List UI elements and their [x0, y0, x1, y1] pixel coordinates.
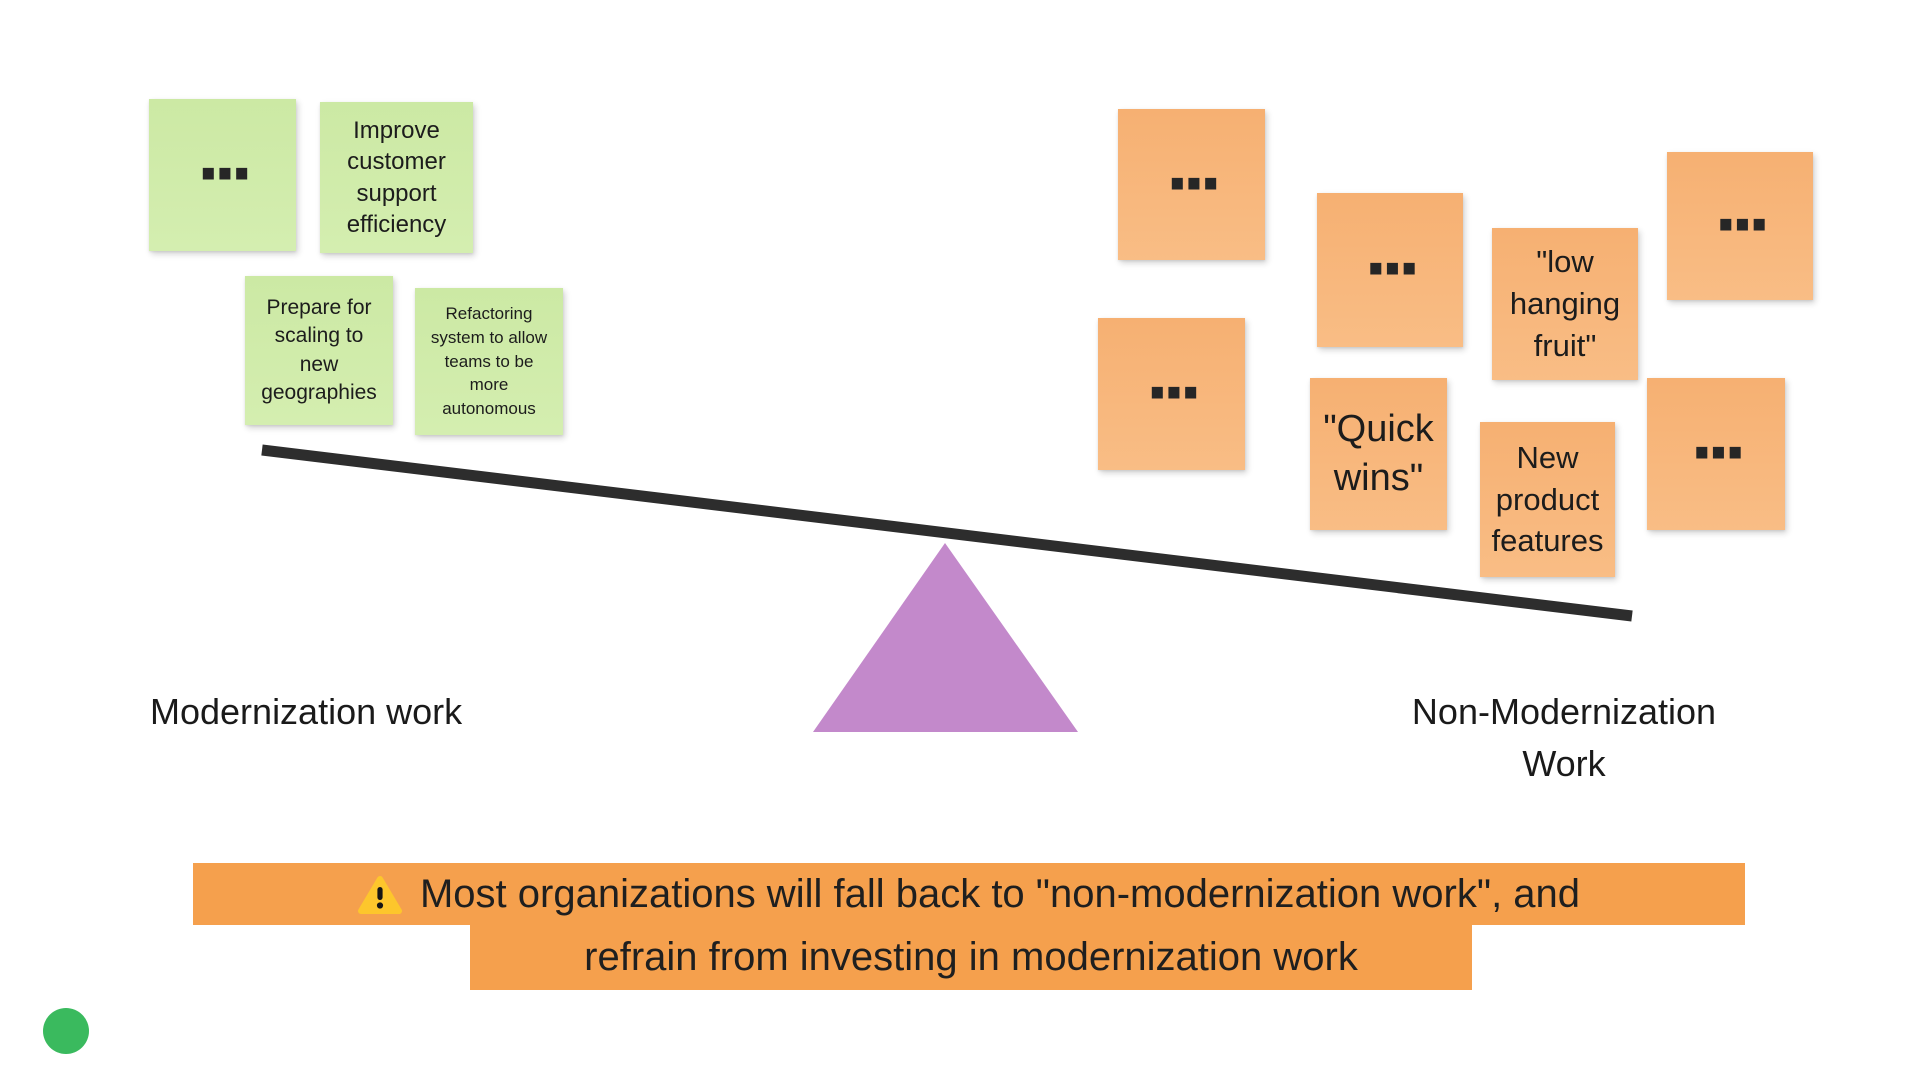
sticky-note-quick-wins[interactable]: "Quick wins": [1310, 378, 1447, 530]
sticky-note-prepare-scaling[interactable]: Prepare for scaling to new geographies: [245, 276, 393, 425]
note-text: "Quick wins": [1323, 407, 1434, 499]
callout-line-1[interactable]: Most organizations will fall back to "no…: [193, 863, 1745, 925]
presence-indicator: [43, 1008, 89, 1054]
sticky-note-nonmod-placeholder-3[interactable]: ...: [1667, 152, 1813, 300]
sticky-note-low-hanging-fruit[interactable]: "low hanging fruit": [1492, 228, 1638, 380]
sticky-note-modernization-placeholder[interactable]: ...: [149, 99, 296, 251]
note-text: New product features: [1491, 439, 1604, 559]
sticky-note-nonmod-placeholder-1[interactable]: ...: [1118, 109, 1265, 260]
callout-text-line-1: Most organizations will fall back to "no…: [419, 871, 1581, 916]
sticky-note-nonmod-placeholder-2[interactable]: ...: [1317, 193, 1463, 347]
note-text: "low hanging fruit": [1509, 244, 1621, 363]
fulcrum-triangle[interactable]: [813, 543, 1078, 732]
note-text: Refactoring system to allow teams to be …: [430, 304, 548, 419]
note-text: ...: [1690, 387, 1746, 476]
seesaw-beam[interactable]: [261, 444, 1633, 622]
note-text: Prepare for scaling to new geographies: [261, 295, 377, 404]
sticky-note-nonmod-placeholder-5[interactable]: ...: [1647, 378, 1785, 530]
sticky-note-nonmod-placeholder-4[interactable]: ...: [1098, 318, 1245, 470]
note-text: ...: [1714, 159, 1770, 248]
note-text: ...: [1146, 327, 1201, 416]
note-text: ...: [1364, 203, 1420, 292]
note-text: ...: [1166, 118, 1221, 206]
note-text: ...: [197, 108, 252, 197]
sticky-note-new-product-features[interactable]: New product features: [1480, 422, 1615, 577]
note-text: Improve customer support efficiency: [346, 117, 447, 238]
sticky-note-refactoring-system[interactable]: Refactoring system to allow teams to be …: [415, 288, 563, 435]
sticky-note-improve-customer-support[interactable]: Improve customer support efficiency: [320, 102, 473, 253]
warning-icon: [357, 873, 402, 915]
callout-text-line-2: refrain from investing in modernization …: [584, 935, 1358, 979]
label-modernization-work[interactable]: Modernization work: [150, 691, 463, 732]
callout-line-2[interactable]: refrain from investing in modernization …: [470, 925, 1472, 990]
label-non-modernization-work[interactable]: Non-Modernization Work: [1411, 691, 1717, 784]
